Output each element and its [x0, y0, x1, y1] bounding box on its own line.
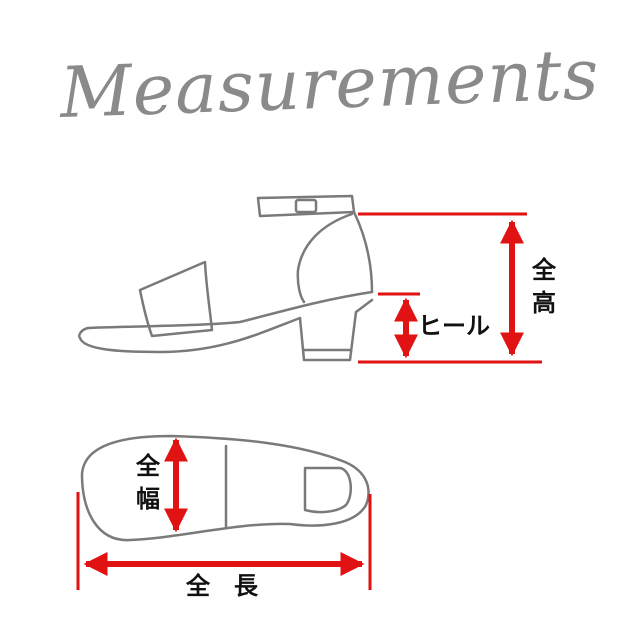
toe-strap [138, 260, 214, 338]
heel-counter [296, 212, 354, 304]
sole-top-view [80, 434, 370, 542]
sole-toe [78, 326, 90, 340]
total-width-label-char-2: 幅 [136, 485, 160, 513]
sole-bottom [78, 316, 302, 354]
heel-label: ヒール [418, 312, 490, 340]
total-height-label-char-2: 高 [532, 289, 556, 317]
sole-outline [80, 434, 370, 542]
total-length-label: 全 長 [186, 572, 258, 600]
total-width-label-char-1: 全 [136, 452, 160, 480]
sole-top [86, 290, 374, 330]
total-height-label: 全 高 [530, 254, 558, 320]
total-height-label-char-1: 全 [532, 256, 556, 284]
measurement-lines [76, 212, 542, 590]
strap-buckle-icon [294, 198, 318, 214]
heel-block [298, 298, 374, 362]
sandal-side-view [78, 194, 374, 362]
heel-counter-back [352, 210, 374, 294]
total-width-label: 全 幅 [134, 450, 162, 516]
heel-outline [303, 466, 353, 514]
